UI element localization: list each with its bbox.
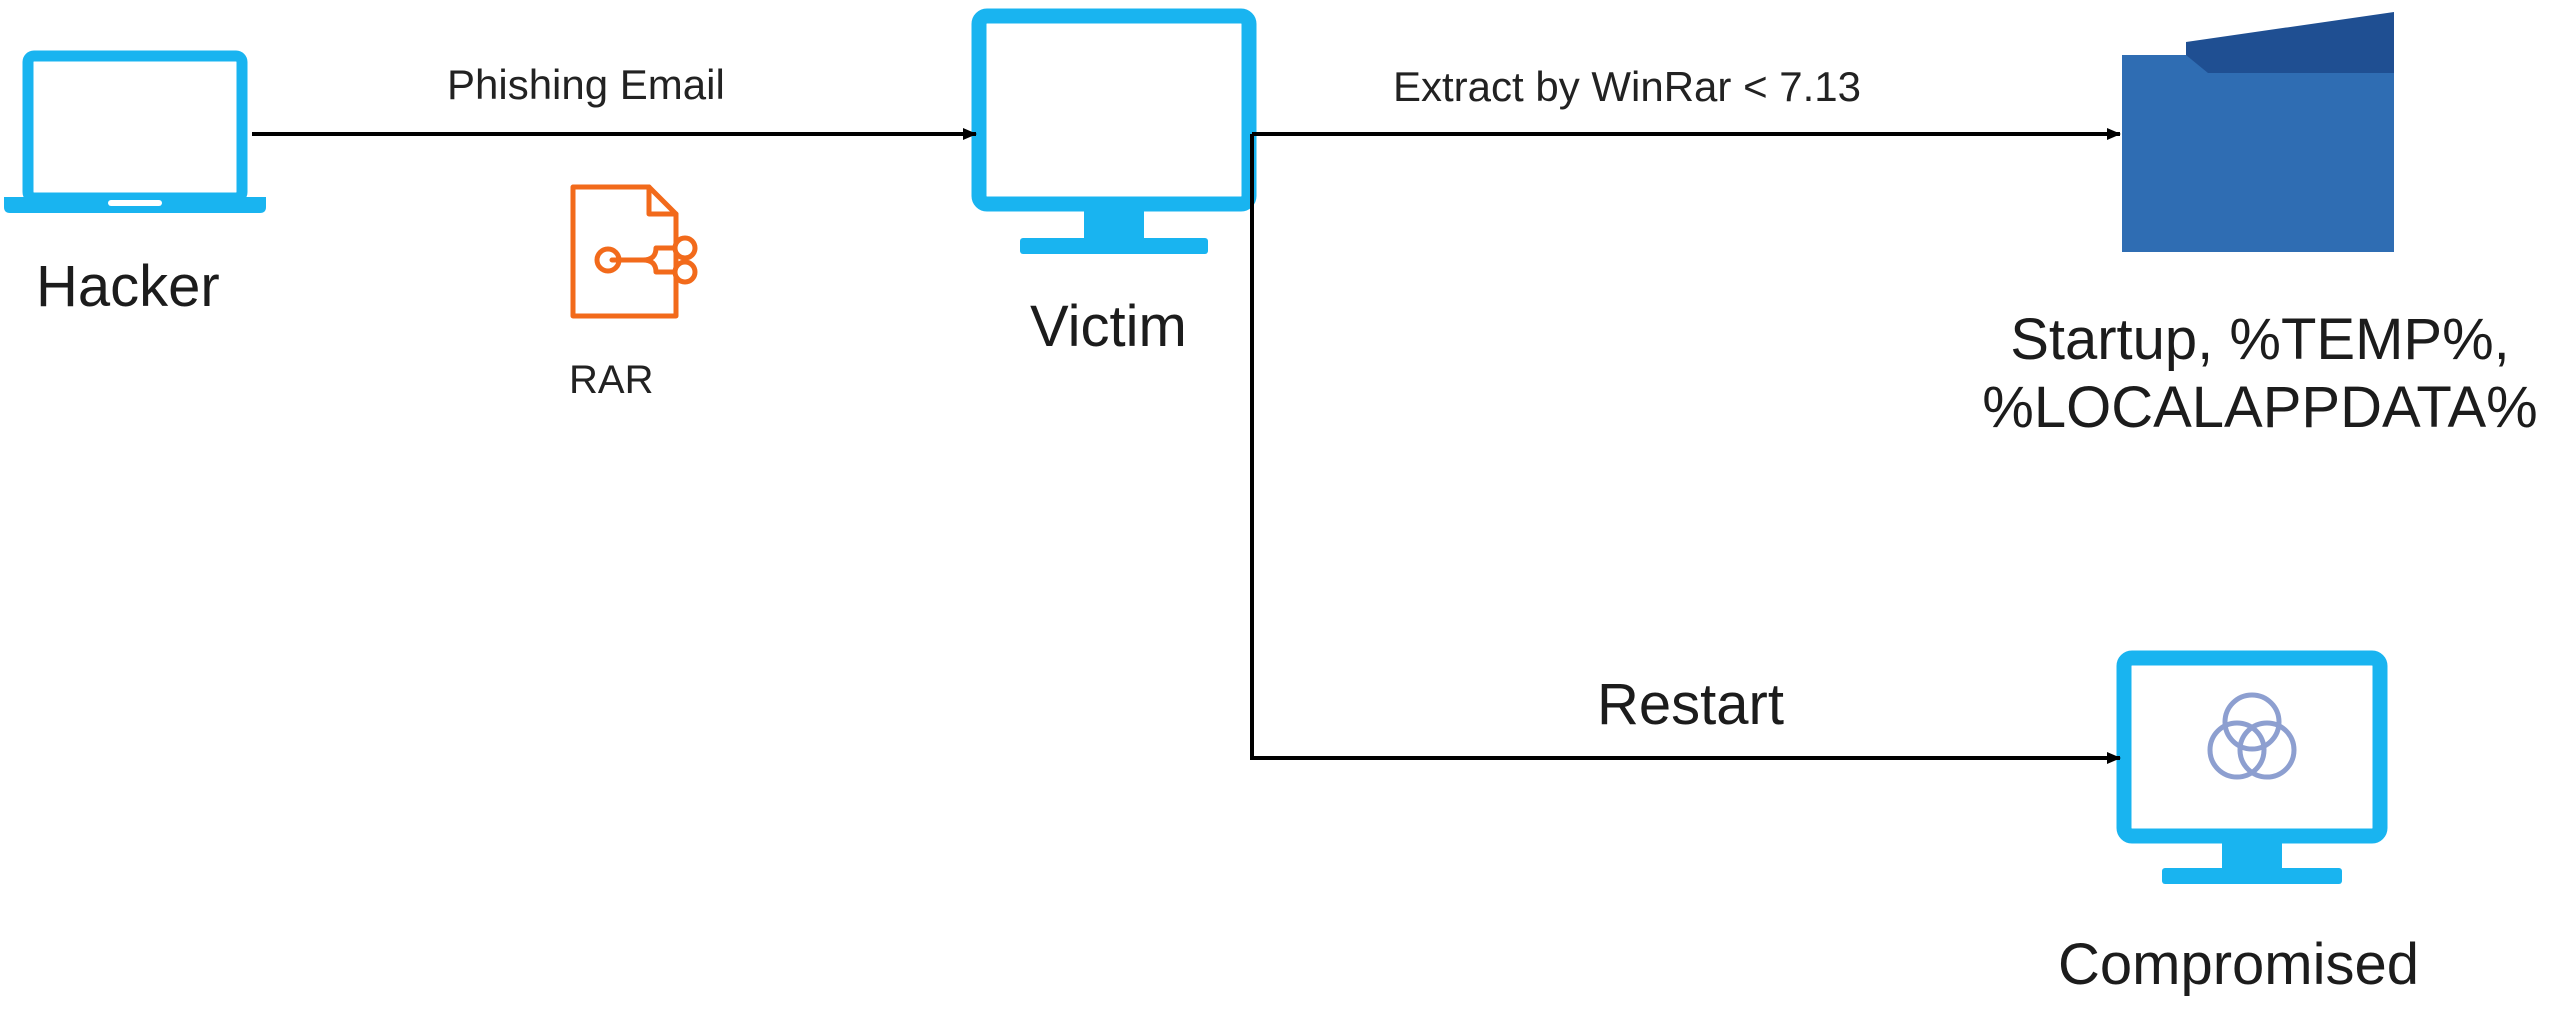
- folder-label: Startup, %TEMP%, %LOCALAPPDATA%: [1950, 306, 2568, 443]
- folder-icon: [2122, 12, 2394, 252]
- venn-emblem-icon: [2207, 692, 2297, 780]
- laptop-icon: [4, 50, 266, 213]
- folder-label-line1: Startup, %TEMP%,: [2010, 307, 2510, 372]
- rar-label: RAR: [569, 358, 654, 402]
- folder-label-line2: %LOCALAPPDATA%: [1982, 375, 2538, 441]
- victim-label: Victim: [1030, 294, 1187, 359]
- archive-file-icon: [570, 184, 698, 319]
- compromised-label: Compromised: [2058, 932, 2419, 997]
- hacker-label: Hacker: [36, 254, 220, 319]
- compromised-monitor-icon: [2116, 650, 2388, 884]
- phishing-email-label: Phishing Email: [447, 61, 725, 108]
- restart-label: Restart: [1597, 672, 1784, 737]
- extract-label: Extract by WinRar < 7.13: [1393, 63, 1862, 110]
- monitor-icon: [971, 8, 1257, 254]
